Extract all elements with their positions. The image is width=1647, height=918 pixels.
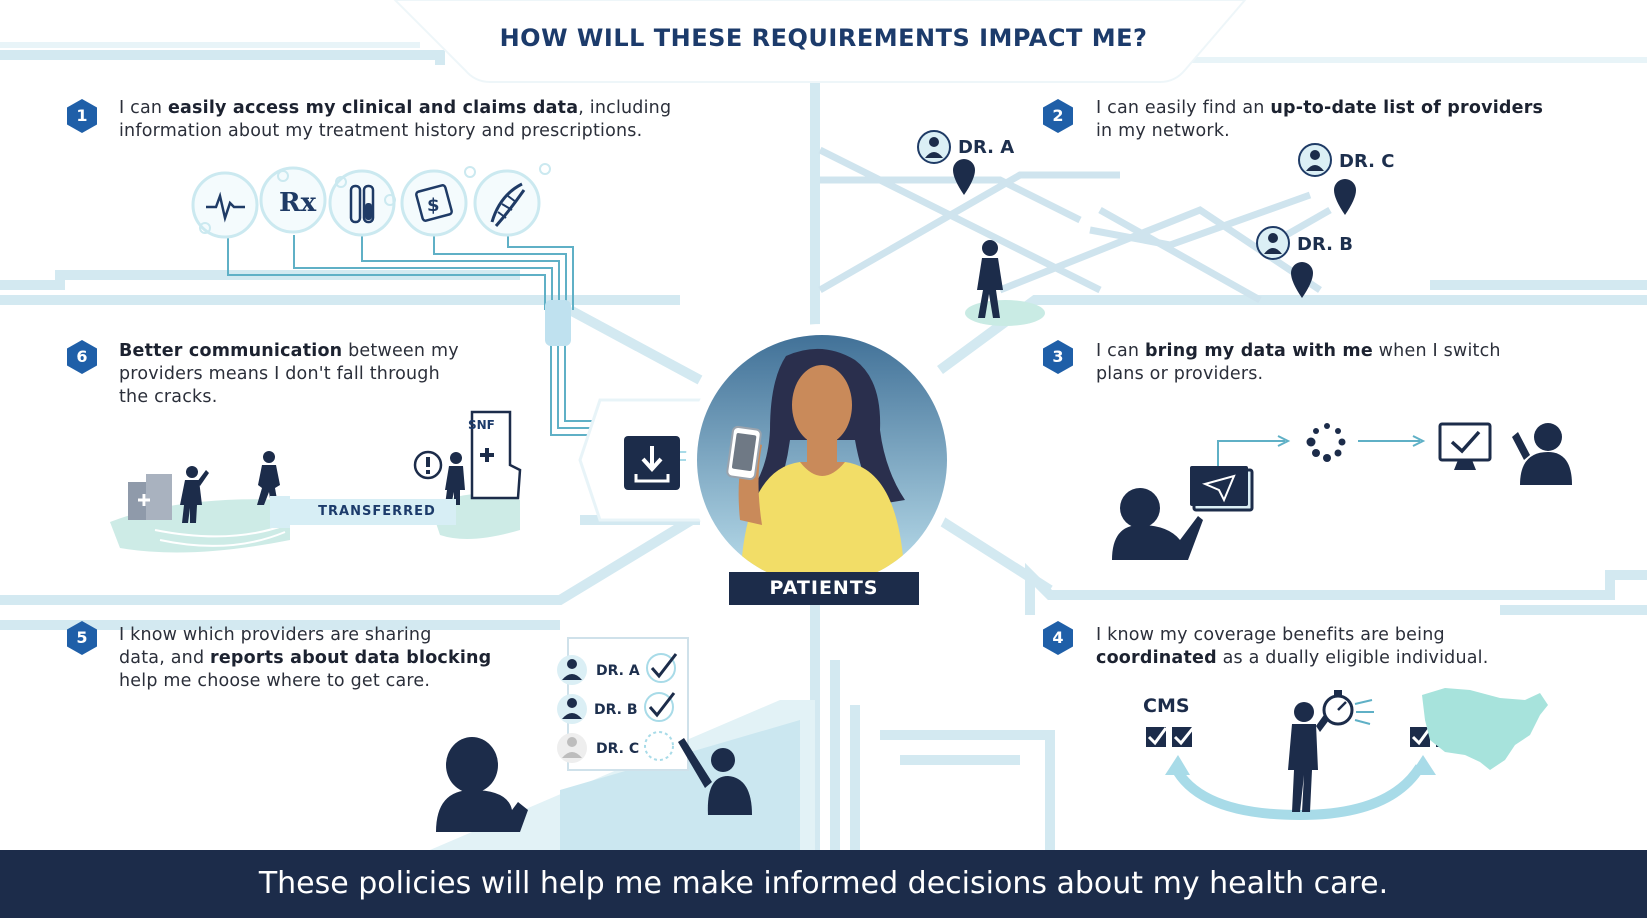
person-back-silhouette xyxy=(436,737,528,832)
stopwatch-icon xyxy=(1322,690,1374,726)
checklist-avatar-dr-c xyxy=(557,733,587,763)
step-badge-2: 2 xyxy=(1040,98,1076,134)
map-label-dr-c: DR. C xyxy=(1339,151,1395,172)
hospital-icon xyxy=(128,474,172,520)
checklist-avatar-dr-b xyxy=(557,694,587,724)
step-badge-3: 3 xyxy=(1040,339,1076,375)
map-label-dr-b: DR. B xyxy=(1297,234,1353,255)
patients-label: PATIENTS xyxy=(729,572,919,605)
title-tab-shape xyxy=(393,0,1247,83)
cable-connector xyxy=(545,300,571,346)
walking-person-icon xyxy=(977,240,1003,318)
statement-6: Better communication between my provider… xyxy=(119,341,459,407)
person-left-silhouette xyxy=(1112,488,1203,560)
doctor-right-silhouette xyxy=(1512,423,1572,485)
step-badge-6: 6 xyxy=(64,339,100,375)
step-badge-5: 5 xyxy=(64,620,100,656)
step-number: 5 xyxy=(76,628,88,647)
rx-glyph: Rx xyxy=(279,188,317,218)
step-number: 1 xyxy=(76,106,88,125)
prescription-icon: Rx xyxy=(259,166,327,234)
map-pin-dr-b xyxy=(1256,226,1313,298)
map-label-dr-a: DR. A xyxy=(958,137,1015,158)
checklist-label-dr-a: DR. A xyxy=(596,663,640,679)
state-checkbox-1 xyxy=(1410,727,1432,747)
footer-banner: These policies will help me make informe… xyxy=(0,850,1647,918)
bill-icon: $ xyxy=(400,169,468,237)
tablet-send-icon xyxy=(1190,466,1254,512)
snf-building-icon xyxy=(470,410,522,500)
loading-spinner-icon xyxy=(1306,423,1346,462)
checklist-label-dr-b: DR. B xyxy=(594,702,638,718)
step-badge-4: 4 xyxy=(1040,620,1076,656)
person-walking-2 xyxy=(257,451,280,505)
statement-4: I know my coverage benefits are being co… xyxy=(1096,625,1489,668)
cms-checkbox-1 xyxy=(1146,727,1168,747)
map-pin-dr-a xyxy=(917,130,975,195)
cms-label: CMS xyxy=(1143,695,1190,717)
heartbeat-icon xyxy=(191,171,259,239)
check-dr-a xyxy=(646,653,678,683)
footer-text: These policies will help me make informe… xyxy=(258,866,1389,901)
map-pin-dr-c xyxy=(1298,143,1356,215)
patient-portrait xyxy=(697,335,947,585)
checklist-label-dr-c: DR. C xyxy=(596,741,640,757)
step-number: 3 xyxy=(1052,347,1064,366)
step-badge-1: 1 xyxy=(64,98,100,134)
checklist-card xyxy=(567,637,689,771)
statement-3: I can bring my data with me when I switc… xyxy=(1096,341,1501,384)
download-icon xyxy=(624,436,680,490)
test-tubes-icon xyxy=(328,169,396,237)
pointing-person-silhouette xyxy=(678,738,752,815)
dollar-glyph: $ xyxy=(427,195,440,216)
empty-check-dr-c xyxy=(644,731,674,761)
monitor-check-icon xyxy=(1438,422,1492,470)
snf-label: SNF xyxy=(468,418,495,432)
statement-1: I can easily access my clinical and clai… xyxy=(119,98,672,141)
person-standing-1 xyxy=(180,466,209,523)
transferred-tag: TRANSFERRED xyxy=(282,499,456,525)
check-dr-b xyxy=(644,692,676,722)
dna-icon xyxy=(473,169,541,237)
step-number: 4 xyxy=(1052,628,1064,647)
page-title: HOW WILL THESE REQUIREMENTS IMPACT ME? xyxy=(499,24,1148,52)
statement-2: I can easily find an up-to-date list of … xyxy=(1096,98,1544,141)
checklist-avatar-dr-a xyxy=(557,655,587,685)
step-number: 2 xyxy=(1052,106,1064,125)
alert-person-icon xyxy=(413,450,465,505)
statement-5: I know which providers are sharing data,… xyxy=(119,625,492,691)
step-number: 6 xyxy=(76,347,88,366)
us-map-icon xyxy=(1422,688,1548,770)
cms-checkbox-2 xyxy=(1172,727,1195,747)
